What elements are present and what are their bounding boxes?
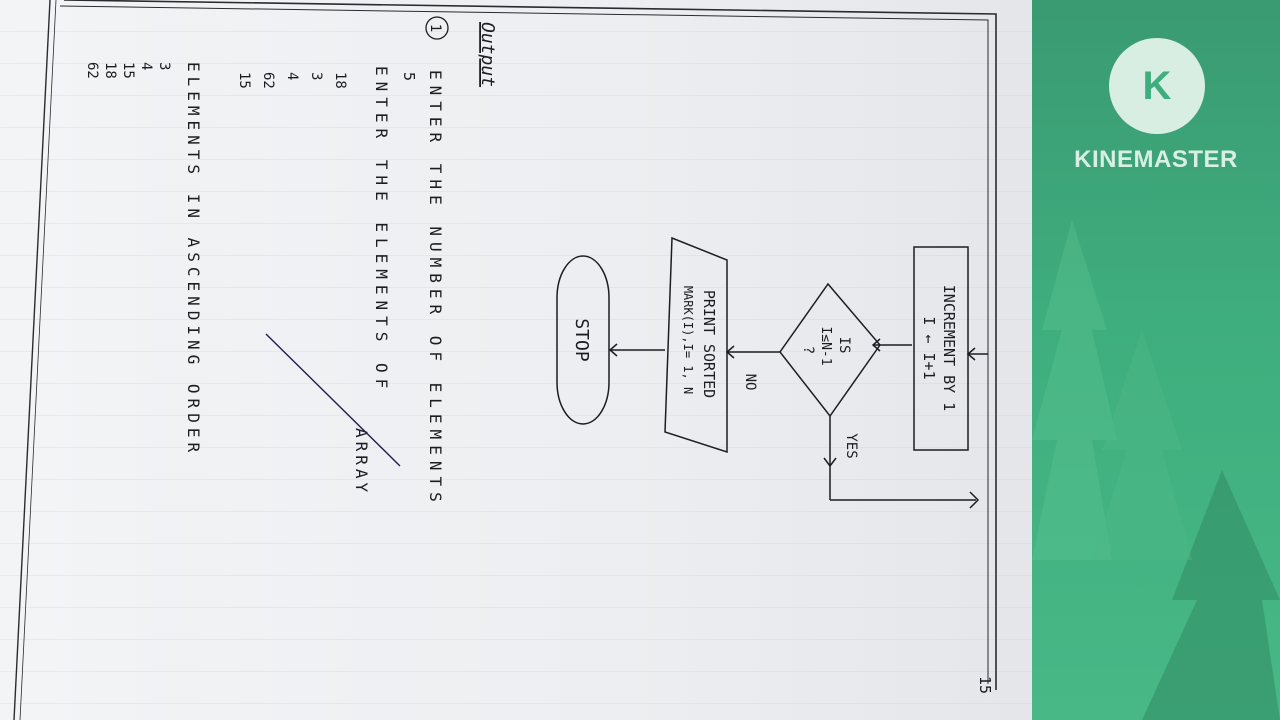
flowchart-connectors	[608, 338, 988, 509]
increment-box: INCREMENT BY 1 I ← I+1	[913, 246, 969, 451]
result-label: ELEMENTS IN ASCENDING ORDER	[184, 62, 203, 457]
page-border-left-inner	[19, 0, 57, 720]
result-value: 4	[138, 62, 154, 70]
tree-silhouettes	[1032, 220, 1280, 720]
svg-text:1: 1	[427, 24, 443, 32]
output-heading: Output	[477, 22, 498, 87]
no-label: NO	[742, 374, 758, 391]
input-value: 18	[332, 72, 348, 89]
input-value: 15	[236, 72, 252, 89]
input-count: 5	[400, 72, 418, 81]
notebook-drawing: 15 INCREMENT BY 1 I ← I+1 IS I≤N-1	[13, 0, 997, 720]
result-values: 3 4 15 18 62	[84, 62, 172, 79]
input-value: 3	[308, 72, 324, 80]
decision-line1: IS	[836, 337, 852, 354]
notebook-page: 15 INCREMENT BY 1 I ← I+1 IS I≤N-1	[0, 0, 1032, 720]
print-box-line1: PRINT SORTED	[700, 290, 718, 398]
result-value: 15	[120, 62, 136, 79]
yes-label: YES	[843, 433, 859, 458]
kinemaster-logo: K	[1109, 38, 1205, 134]
increment-box-line2: I ← I+1	[920, 316, 938, 379]
increment-box-line1: INCREMENT BY 1	[940, 285, 958, 411]
stop-terminal: STOP	[556, 255, 610, 425]
page-number: 15	[976, 676, 994, 694]
stop-label: STOP	[571, 318, 592, 362]
pen-strike-mark	[265, 333, 401, 467]
logo-letter: K	[1142, 64, 1172, 108]
brand-name: KINEMASTER	[1074, 146, 1238, 173]
prompt-enter-elements: ENTER THE ELEMENTS OF	[372, 66, 391, 394]
result-value: 62	[84, 62, 100, 79]
decision-line2: I≤N-1	[818, 326, 833, 365]
page-border-left	[13, 0, 51, 720]
item-number: 1	[425, 16, 449, 40]
result-value: 18	[102, 62, 118, 79]
prompt-array: ARRAY	[352, 428, 371, 496]
result-value: 3	[156, 62, 172, 70]
input-value: 4	[284, 72, 300, 80]
page-border-outer	[63, 0, 997, 690]
print-box-line2: MARK(I),I= 1, N	[681, 286, 695, 394]
decision-diamond: IS I≤N-1 ?	[779, 282, 881, 418]
print-sorted-box: PRINT SORTED MARK(I),I= 1, N	[664, 236, 728, 454]
page-border-inner	[59, 5, 989, 684]
input-values: 18 3 4 62 15	[236, 72, 348, 89]
prompt-number-of-elements: ENTER THE NUMBER OF ELEMENTS	[426, 70, 445, 508]
input-value: 62	[260, 72, 276, 89]
kinemaster-watermark: K KINEMASTER	[1032, 0, 1280, 720]
decision-line3: ?	[800, 346, 816, 354]
